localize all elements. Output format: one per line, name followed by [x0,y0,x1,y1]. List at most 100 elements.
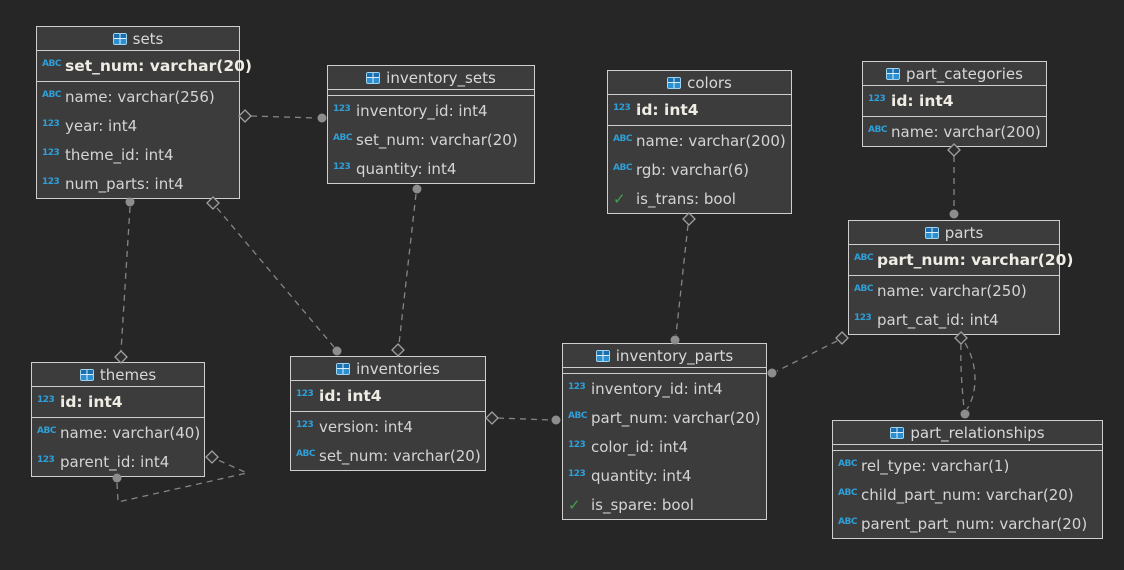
table-title: inventory_sets [386,68,496,87]
relation-inventories-inventory_sets[interactable] [398,193,417,345]
table-header: parts [849,221,1059,245]
text-type-icon: ABC [37,425,56,436]
table-header: inventories [291,357,485,381]
relation-themes-self[interactable] [116,459,250,503]
table-header: colors [608,71,791,95]
column-label: name: varchar(256) [65,87,215,106]
table-icon [595,349,610,362]
table-title: part_relationships [910,423,1045,442]
table-icon [79,368,94,381]
boolean-type-icon: ✓ [613,189,626,208]
table-icon [886,67,901,80]
numeric-type-icon: 123 [568,468,586,479]
table-header: part_relationships [833,421,1102,445]
numeric-type-icon: 123 [42,118,60,129]
relation-sets-inventory_sets[interactable] [250,115,318,119]
column-row: ✓ is_spare: bool [563,490,766,519]
table-title: inventories [356,359,440,378]
text-type-icon: ABC [613,133,632,144]
column-label: year: int4 [65,116,138,135]
column-row: ABC name: varchar(40) [32,418,204,447]
column-label: name: varchar(40) [60,423,201,442]
primary-key-section [833,445,1102,451]
column-label: name: varchar(200) [891,122,1041,141]
table-icon [112,32,127,45]
column-label: set_num: varchar(20) [319,446,481,465]
text-type-icon: ABC [568,410,587,421]
relation-inventories-inventory_parts[interactable] [497,417,552,421]
column-label: set_num: varchar(20) [65,57,252,75]
column-label: part_num: varchar(20) [877,251,1074,269]
table-header: inventory_sets [328,66,534,90]
numeric-type-icon: 123 [42,147,60,158]
relation-parts-part_relationships-child[interactable] [960,343,965,410]
column-label: is_spare: bool [591,495,694,514]
column-label: id: int4 [636,101,699,119]
column-label: part_num: varchar(20) [591,408,761,427]
numeric-type-icon: 123 [854,312,872,323]
table-icon [924,226,939,239]
column-row: ABC name: varchar(200) [863,117,1046,146]
text-type-icon: ABC [854,253,873,263]
relation-parts-inventory_parts[interactable] [776,340,838,372]
text-type-icon: ABC [854,283,873,294]
primary-key-section [563,368,766,374]
column-row: 123 year: int4 [37,111,239,140]
table-title: themes [99,365,157,384]
text-type-icon: ABC [838,516,857,527]
numeric-type-icon: 123 [868,94,886,104]
relation-colors-inventory_parts[interactable] [675,224,689,336]
primary-key-section [328,90,534,96]
numeric-type-icon: 123 [296,419,314,430]
boolean-type-icon: ✓ [568,495,581,514]
text-type-icon: ABC [868,124,887,135]
text-type-icon: ABC [838,458,857,469]
relation-sets-inventories[interactable] [216,207,335,348]
text-type-icon: ABC [333,132,352,143]
table-title: inventory_parts [615,346,734,365]
column-label: set_num: varchar(20) [356,130,518,149]
column-label: child_part_num: varchar(20) [861,485,1074,504]
column-row: ABC part_num: varchar(20) [563,403,766,432]
column-label: rel_type: varchar(1) [861,456,1010,475]
table-header: themes [32,363,204,387]
text-type-icon: ABC [42,59,61,69]
column-label: theme_id: int4 [65,145,174,164]
column-label: id: int4 [319,387,382,405]
text-type-icon: ABC [613,162,632,173]
relation-parts-part_relationships-parent[interactable] [964,342,976,410]
relation-themes-sets[interactable] [120,206,131,352]
numeric-type-icon: 123 [42,176,60,187]
